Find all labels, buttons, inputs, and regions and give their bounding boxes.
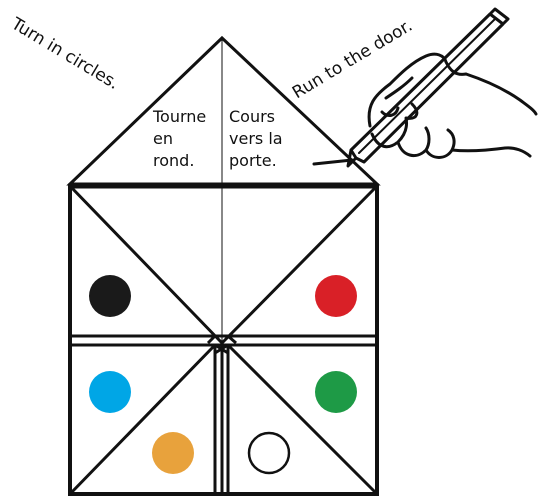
hand-with-pencil bbox=[314, 9, 536, 166]
green-dot bbox=[315, 371, 357, 413]
right-french-line-2: vers la bbox=[229, 128, 283, 150]
left-french-caption: Tourne en rond. bbox=[153, 106, 206, 172]
blue-dot bbox=[89, 371, 131, 413]
orange-dot bbox=[152, 432, 194, 474]
red-dot bbox=[315, 275, 357, 317]
right-french-caption: Cours vers la porte. bbox=[229, 106, 283, 172]
left-french-line-2: en bbox=[153, 128, 206, 150]
left-french-line-3: rond. bbox=[153, 150, 206, 172]
black-dot bbox=[89, 275, 131, 317]
right-french-line-3: porte. bbox=[229, 150, 283, 172]
right-french-line-1: Cours bbox=[229, 106, 283, 128]
left-french-line-1: Tourne bbox=[153, 106, 206, 128]
white-dot bbox=[249, 433, 289, 473]
